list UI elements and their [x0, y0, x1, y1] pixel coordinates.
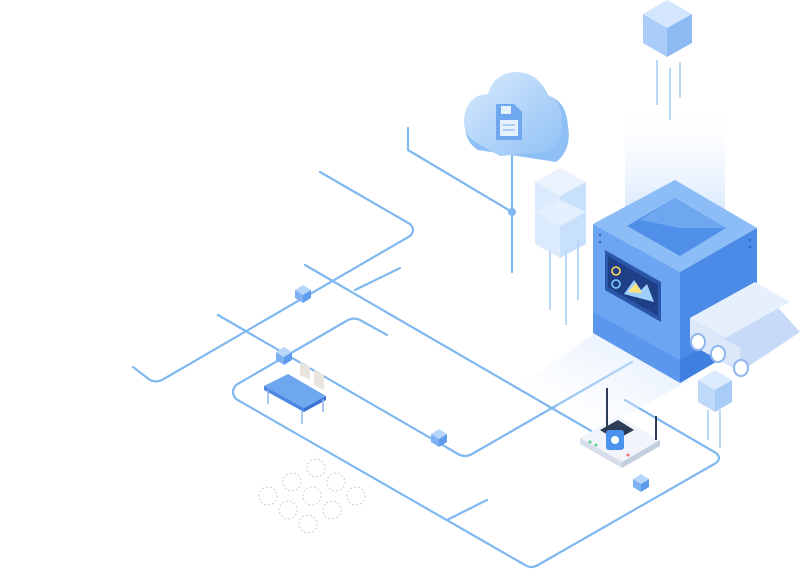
gear-icon — [322, 500, 342, 520]
cube-icon — [295, 285, 311, 303]
gear-icon — [346, 486, 366, 506]
router-icon — [580, 388, 660, 468]
cube-icon — [535, 168, 586, 258]
network-line — [303, 263, 602, 438]
gear-icon — [298, 514, 318, 534]
gears — [258, 458, 366, 534]
gear-icon — [326, 472, 346, 492]
gear-icon — [258, 486, 278, 506]
gear-icon — [278, 500, 298, 520]
monitor-screen — [605, 250, 661, 322]
gear-icon — [282, 472, 302, 492]
beam-lines — [549, 60, 721, 448]
cube-icon — [633, 474, 649, 492]
network-line — [231, 317, 721, 569]
cube-icon — [698, 370, 732, 412]
conveyor-belt-icon — [690, 282, 800, 377]
network-line — [406, 126, 514, 214]
network-line — [216, 313, 634, 458]
gear-icon — [302, 486, 322, 506]
machine-shadow — [520, 330, 690, 430]
node-cubes — [276, 285, 649, 492]
network-line — [353, 266, 402, 292]
cloud-icon — [464, 72, 569, 216]
cube-icon — [276, 347, 292, 365]
gear-icon — [306, 458, 326, 478]
cube-icon — [643, 0, 692, 57]
network-line — [445, 498, 489, 522]
floppy-save-icon — [496, 104, 522, 140]
workbench-icon — [264, 362, 326, 424]
cube-icon — [431, 429, 447, 447]
network-line — [131, 170, 415, 383]
network-lines — [131, 126, 721, 569]
